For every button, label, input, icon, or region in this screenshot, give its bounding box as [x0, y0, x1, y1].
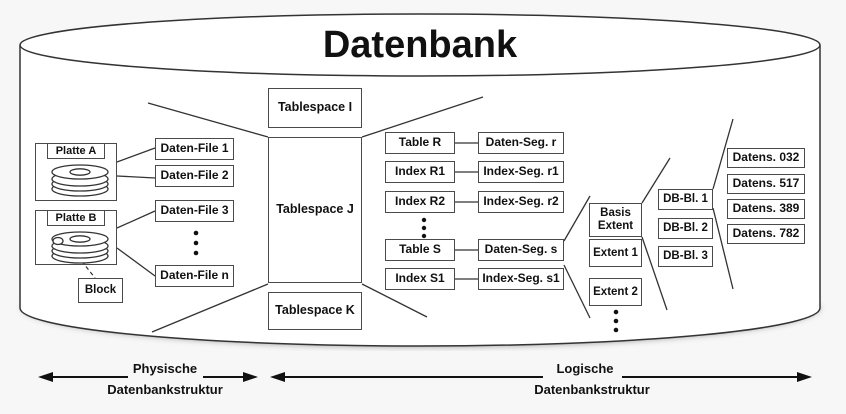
cylinder-top-ellipse	[19, 13, 821, 77]
logical-structure-label-line2: Datenbankstruktur	[534, 382, 650, 397]
segment-daten-s: Daten-Seg. s	[478, 239, 564, 261]
disk-icon-platte-a	[51, 164, 109, 197]
index-s1: Index S1	[385, 268, 455, 290]
db-block-3: DB-Bl. 3	[658, 246, 713, 267]
tablespace-i: Tablespace I	[268, 88, 362, 128]
logical-structure-label-line1: Logische	[556, 361, 614, 376]
data-file-3: Daten-File 3	[155, 200, 234, 222]
disk-file-connectors	[116, 147, 156, 277]
db-block-2: DB-Bl. 2	[658, 218, 713, 239]
ellipsis-dots-tables	[421, 217, 427, 239]
segment-index-s1: Index-Seg. s1	[478, 268, 564, 290]
data-file-n: Daten-File n	[155, 265, 234, 287]
ellipsis-dots-extents	[613, 309, 619, 333]
record-032: Datens. 032	[727, 148, 805, 168]
table-s: Table S	[385, 239, 455, 261]
disk-platte-b-label: Platte B	[47, 209, 105, 226]
physical-structure-arrow	[38, 372, 258, 382]
index-r2: Index R2	[385, 191, 455, 213]
disk-platte-a: Platte A	[35, 142, 117, 201]
data-file-1: Daten-File 1	[155, 138, 234, 160]
disk-icon-platte-b	[51, 231, 109, 264]
record-517: Datens. 517	[727, 174, 805, 194]
segment-index-r1: Index-Seg. r1	[478, 161, 564, 183]
block-marker	[52, 236, 64, 246]
tablespace-k: Tablespace K	[268, 292, 362, 330]
segment-daten-r: Daten-Seg. r	[478, 132, 564, 154]
logical-structure-arrow	[270, 372, 812, 382]
segment-index-r2: Index-Seg. r2	[478, 191, 564, 213]
extent-2: Extent 2	[589, 278, 642, 306]
physical-structure-label-line1: Physische	[132, 361, 198, 376]
expansion-lines	[147, 96, 734, 333]
db-block-1: DB-Bl. 1	[658, 189, 713, 210]
physical-structure-label-line2: Datenbankstruktur	[107, 382, 223, 397]
index-r1: Index R1	[385, 161, 455, 183]
data-file-2: Daten-File 2	[155, 165, 234, 187]
table-segment-connectors	[455, 142, 478, 280]
ellipsis-dots-files	[193, 230, 199, 256]
record-389: Datens. 389	[727, 199, 805, 219]
record-782: Datens. 782	[727, 224, 805, 244]
disk-platte-a-label: Platte A	[47, 142, 105, 159]
basis-extent: Basis Extent	[589, 203, 642, 237]
extent-1: Extent 1	[589, 239, 642, 267]
disk-platte-b: Platte B	[35, 209, 117, 265]
tablespace-j: Tablespace J	[268, 137, 362, 283]
table-r: Table R	[385, 132, 455, 154]
diagram-title: Datenbank	[322, 24, 518, 66]
block-box: Block	[78, 278, 123, 303]
